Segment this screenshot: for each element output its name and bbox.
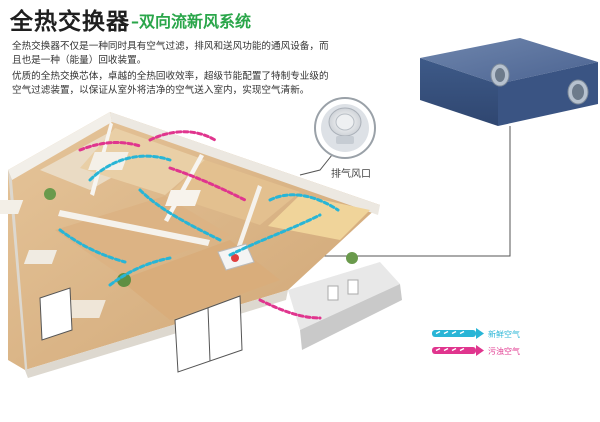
duct-port-left xyxy=(490,63,510,87)
legend-stale-air-arrow xyxy=(432,345,484,356)
description-line-4: 空气过滤装置，以保证从室外将洁净的空气送入室内，实现空气清新。 xyxy=(12,85,310,96)
heat-exchanger-unit xyxy=(420,38,598,126)
description-line-1: 全热交换器不仅是一种同时具有空气过滤，排风和送风功能的通风设备，而 xyxy=(12,41,329,52)
connector-line xyxy=(300,126,511,257)
fresh-air-flows xyxy=(58,154,340,287)
exhaust-vent-callout xyxy=(314,97,376,159)
description-line-2: 且也是一种（能量）回收装置。 xyxy=(12,55,147,66)
legend-fresh-air-label: 新鲜空气 xyxy=(488,330,520,339)
page-title: 全热交换器 xyxy=(10,9,130,35)
duct-port-right xyxy=(567,79,589,105)
stale-air-flows xyxy=(78,130,322,320)
page-subtitle: –双向流新风系统 xyxy=(131,12,252,31)
legend-fresh-air-arrow xyxy=(432,328,484,339)
legend-stale-air-label: 污浊空气 xyxy=(488,347,520,356)
house-model xyxy=(0,112,402,378)
description-line-3: 优质的全热交换芯体，卓越的全热回收效率，超级节能配置了特制专业级的 xyxy=(12,71,329,82)
callout-line xyxy=(299,149,337,176)
exhaust-vent-label: 排气风口 xyxy=(331,169,371,180)
